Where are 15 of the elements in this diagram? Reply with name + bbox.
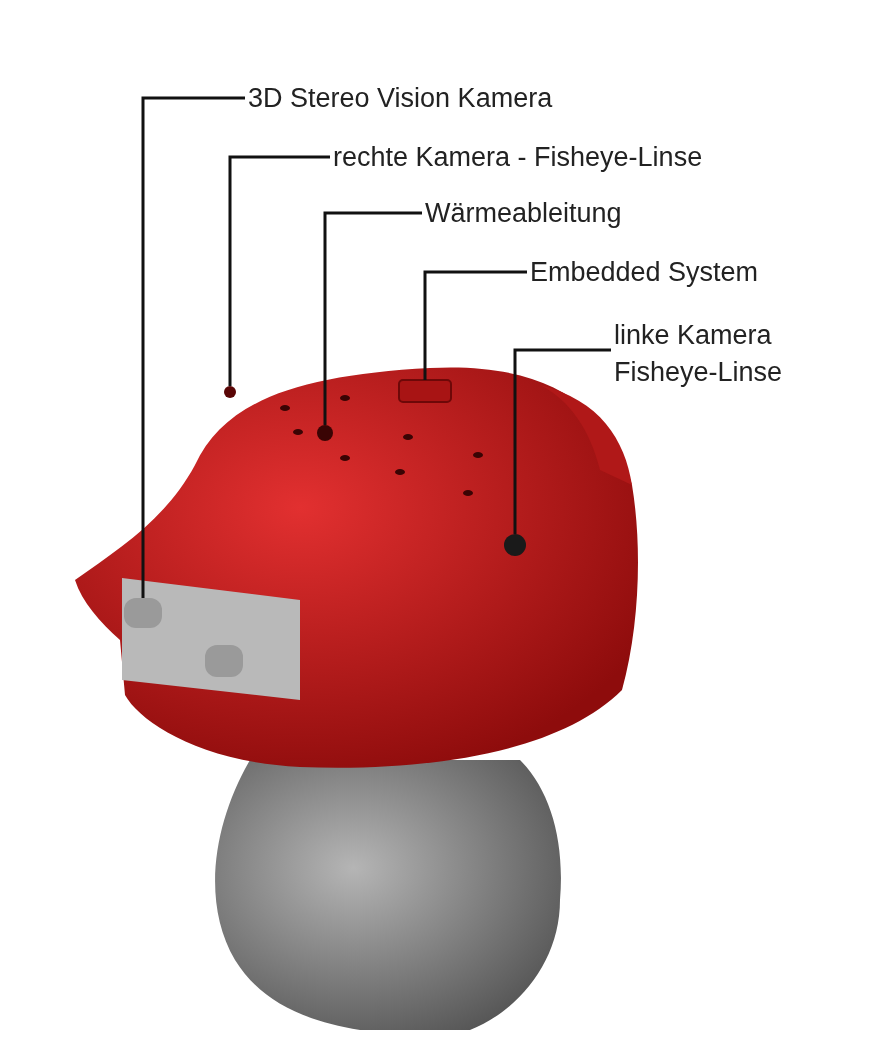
leader-line — [423, 270, 527, 380]
leader-line — [323, 211, 422, 425]
part-label: Wärmeableitung — [425, 195, 622, 232]
leader-line — [228, 155, 330, 386]
lens-icon — [224, 386, 236, 398]
part-label: 3D Stereo Vision Kamera — [248, 80, 553, 117]
lens-icon — [504, 534, 526, 556]
part-label: rechte Kamera - Fisheye-Linse — [333, 139, 703, 176]
stereo-camera-drawing — [122, 578, 300, 700]
vent-hole-icon — [317, 425, 333, 441]
housing-box — [398, 379, 452, 403]
part-label: linke Kamera Fisheye-Linse — [614, 317, 834, 391]
part-label: Embedded System — [530, 254, 759, 291]
leader-line — [141, 96, 245, 598]
leader-line — [513, 348, 611, 534]
